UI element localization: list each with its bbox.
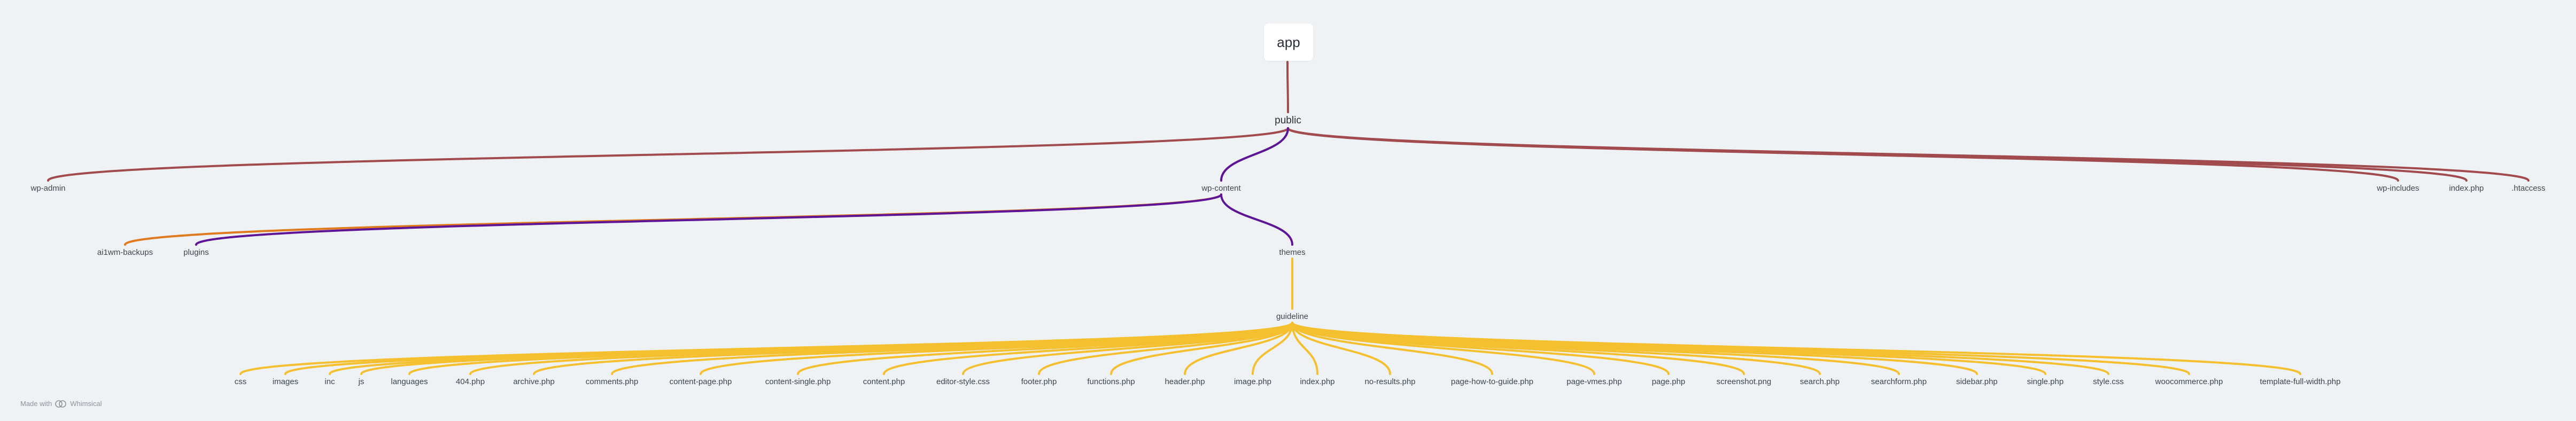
node-wp-content[interactable]: wp-content xyxy=(1201,184,1241,193)
node-images[interactable]: images xyxy=(272,377,299,386)
edge-guideline-leaf-27 xyxy=(1291,322,2190,375)
root-node-label: app xyxy=(1277,34,1300,50)
edge-public-wp-admin xyxy=(47,127,1289,182)
edge-guideline-leaf-13 xyxy=(1110,322,1293,375)
node-image-php[interactable]: image.php xyxy=(1233,377,1272,386)
node-themes[interactable]: themes xyxy=(1279,248,1306,257)
edge-wp-content-plugins xyxy=(195,193,1222,246)
node-wp-includes[interactable]: wp-includes xyxy=(2377,184,2419,193)
whimsical-brand-label[interactable]: Whimsical xyxy=(70,400,102,408)
edge-guideline-leaf-26 xyxy=(1291,322,2109,375)
edge-guideline-leaf-18 xyxy=(1291,322,1493,375)
edge-guideline-leaf-7 xyxy=(611,322,1293,375)
edge-app-public xyxy=(1286,61,1289,113)
node-plugins[interactable]: plugins xyxy=(183,248,209,257)
node-languages[interactable]: languages xyxy=(391,377,428,386)
node-search-php[interactable]: search.php xyxy=(1799,377,1840,386)
node-index-php[interactable]: index.php xyxy=(1300,377,1335,386)
node-404-php[interactable]: 404.php xyxy=(455,377,485,386)
node-archive-php[interactable]: archive.php xyxy=(513,377,555,386)
node-content-single-php[interactable]: content-single.php xyxy=(765,377,831,386)
footer: Made with Whimsical xyxy=(20,400,102,408)
edge-guideline-leaf-15 xyxy=(1252,322,1293,375)
node-public[interactable]: public xyxy=(1275,115,1301,126)
edge-guideline-leaf-16 xyxy=(1291,322,1318,375)
node-header-php[interactable]: header.php xyxy=(1165,377,1205,386)
whimsical-logo-icon xyxy=(55,400,67,408)
node-page-php[interactable]: page.php xyxy=(1651,377,1686,386)
node-js[interactable]: js xyxy=(358,377,364,386)
made-with-label: Made with xyxy=(20,400,52,408)
node-css[interactable]: css xyxy=(234,377,247,386)
node-searchform-php[interactable]: searchform.php xyxy=(1871,377,1927,386)
node-editor-style-css[interactable]: editor-style.css xyxy=(936,377,990,386)
node-inc[interactable]: inc xyxy=(324,377,335,386)
edge-guideline-leaf-12 xyxy=(1038,322,1293,375)
node-content-page-php[interactable]: content-page.php xyxy=(669,377,732,386)
node-wp-admin[interactable]: wp-admin xyxy=(30,184,66,193)
node-guideline[interactable]: guideline xyxy=(1276,312,1309,321)
node-page-how-to-guide-php[interactable]: page-how-to-guide.php xyxy=(1450,377,1534,386)
edge-public-wp-content xyxy=(1220,127,1289,182)
edge-public-htaccess xyxy=(1287,127,2530,182)
node-index-php[interactable]: index.php xyxy=(2449,184,2484,193)
edge-guideline-leaf-28 xyxy=(1291,322,2301,375)
node-single-php[interactable]: single.php xyxy=(2027,377,2064,386)
root-node-app[interactable]: app xyxy=(1264,24,1313,61)
node-functions-php[interactable]: functions.php xyxy=(1087,377,1135,386)
node-comments-php[interactable]: comments.php xyxy=(585,377,639,386)
node-no-results-php[interactable]: no-results.php xyxy=(1364,377,1416,386)
node-style-css[interactable]: style.css xyxy=(2093,377,2124,386)
node-footer-php[interactable]: footer.php xyxy=(1021,377,1057,386)
node-htaccess[interactable]: .htaccess xyxy=(2511,184,2546,193)
node-sidebar-php[interactable]: sidebar.php xyxy=(1956,377,1998,386)
node-screenshot-png[interactable]: screenshot.png xyxy=(1716,377,1772,386)
node-woocommerce-php[interactable]: woocommerce.php xyxy=(2155,377,2223,386)
node-template-full-width-php[interactable]: template-full-width.php xyxy=(2260,377,2341,386)
edge-guideline-leaf-6 xyxy=(533,322,1293,375)
edge-guideline-leaf-14 xyxy=(1184,322,1293,375)
edge-wp-content-themes xyxy=(1220,193,1293,246)
edge-guideline-leaf-17 xyxy=(1291,322,1391,375)
node-content-php[interactable]: content.php xyxy=(863,377,905,386)
node-ai1wm-backups[interactable]: ai1wm-backups xyxy=(97,248,153,257)
edge-guideline-leaf-11 xyxy=(962,322,1293,375)
node-page-vmes-php[interactable]: page-vmes.php xyxy=(1566,377,1622,386)
